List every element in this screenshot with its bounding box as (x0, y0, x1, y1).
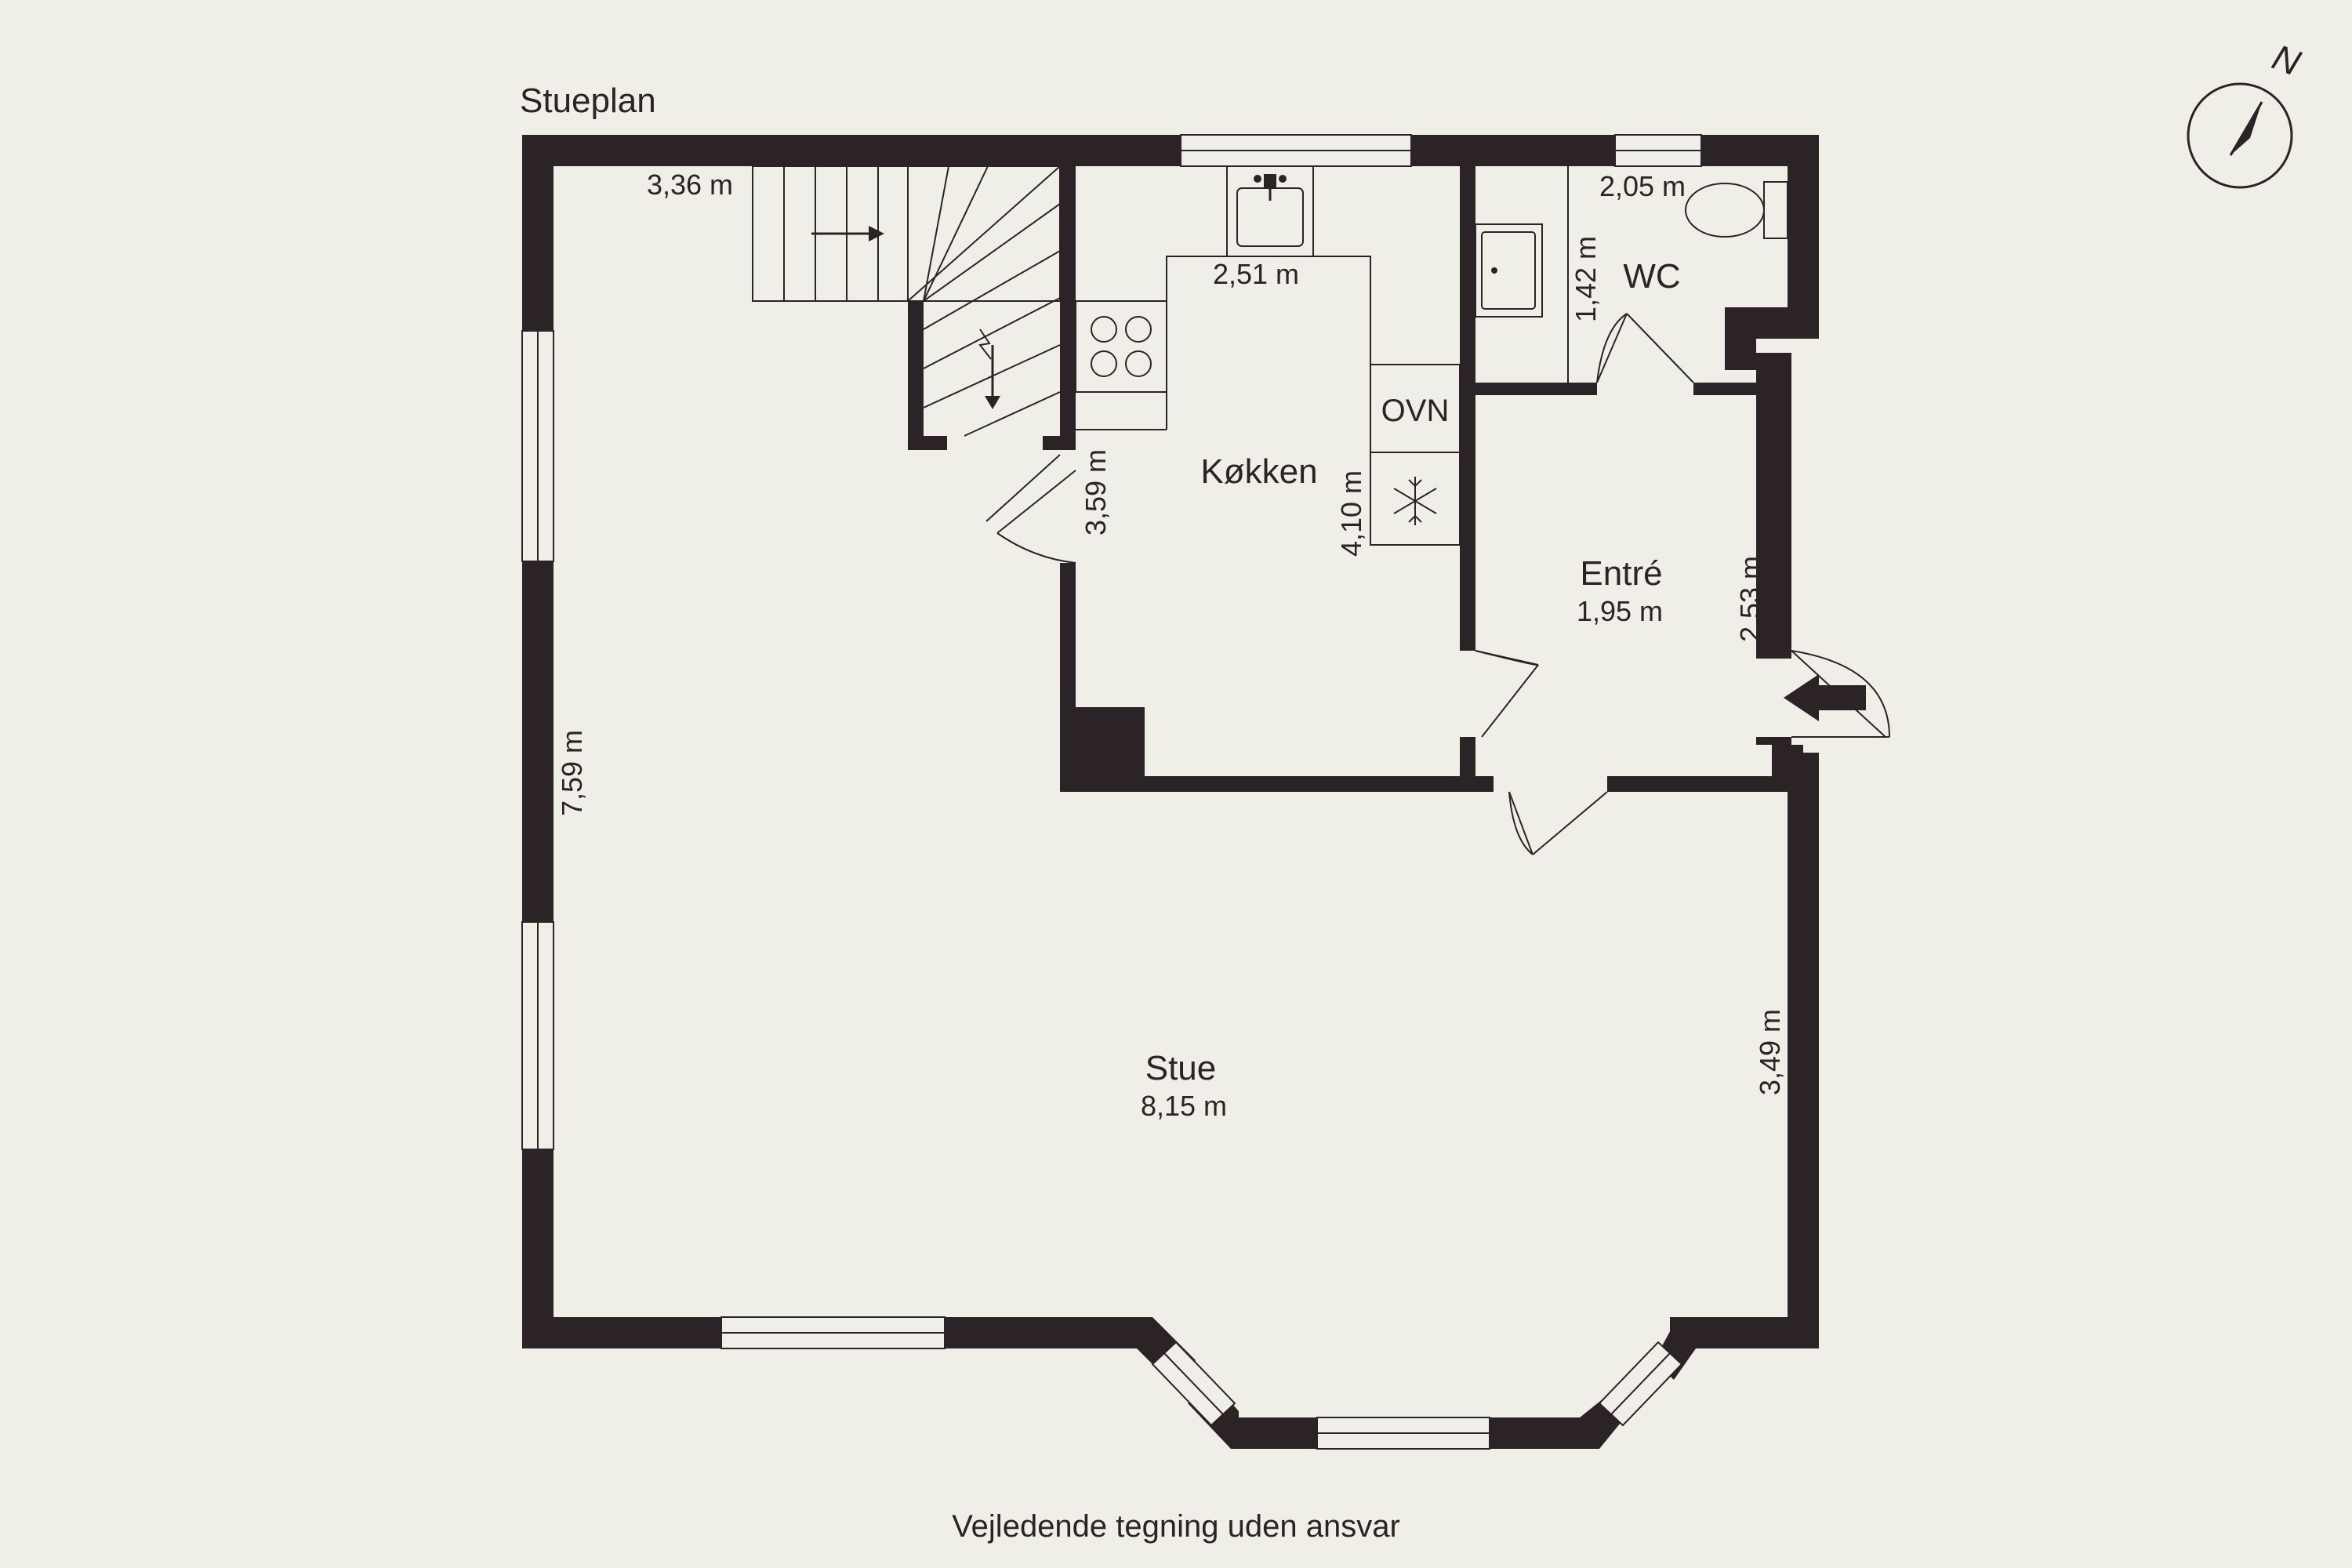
room-dim-entre: 1,95 m (1577, 595, 1663, 627)
room-label-kitchen: Køkken (1200, 452, 1317, 491)
kitchen-fixtures: OVN (1075, 165, 1461, 546)
window-bay-left (1151, 1341, 1236, 1427)
door-kitchen-entre (1475, 650, 1539, 738)
dim-kitchen-left: 3,59 m (1080, 449, 1112, 535)
toilet-icon (1685, 181, 1788, 239)
stove (1075, 300, 1167, 393)
window-left-upper (521, 330, 554, 562)
wc-sink (1475, 223, 1543, 318)
window-left-lower (521, 921, 554, 1150)
door-stair-stue (985, 454, 1076, 564)
window-wc-top (1614, 134, 1702, 167)
dim-kitchen-top: 2,51 m (1213, 258, 1299, 290)
plan-title: Stueplan (520, 82, 656, 120)
stair-down-arrow (985, 345, 1000, 409)
fridge (1370, 452, 1461, 546)
dim-entre-right: 2,53 m (1734, 556, 1766, 642)
dim-stair-width: 3,36 m (647, 169, 733, 201)
staircase (752, 165, 1061, 437)
window-bottom-stue (720, 1316, 946, 1349)
stair-up-arrow (811, 226, 884, 241)
room-label-wc: WC (1623, 257, 1680, 296)
dim-stue-right: 3,49 m (1754, 1009, 1786, 1095)
room-label-stue: Stue (1145, 1049, 1217, 1087)
dim-wc-width: 2,05 m (1599, 170, 1686, 202)
door-entre-stue (1508, 791, 1608, 855)
door-wc (1596, 313, 1694, 383)
window-bay-center (1316, 1417, 1490, 1450)
window-kitchen-top (1180, 134, 1412, 167)
room-label-entre: Entré (1580, 554, 1662, 593)
window-bay-right (1598, 1341, 1683, 1427)
doors (985, 313, 1890, 855)
compass-icon: N (2187, 36, 2307, 189)
windows (521, 134, 1702, 1450)
footer-disclaimer: Vejledende tegning uden ansvar (952, 1509, 1400, 1544)
room-dim-stue: 8,15 m (1141, 1090, 1227, 1122)
compass-north-label: N (2267, 36, 2307, 83)
dim-wc-depth: 1,42 m (1570, 236, 1602, 322)
interior-walls (908, 166, 1788, 792)
oven: OVN (1370, 364, 1461, 453)
dim-kitchen-right: 4,10 m (1335, 470, 1367, 557)
dim-stue-left: 7,59 m (556, 730, 588, 816)
oven-label: OVN (1381, 394, 1450, 428)
kitchen-sink (1226, 165, 1314, 257)
snowflake-icon (1393, 477, 1437, 525)
entrance-arrow-icon (1784, 674, 1866, 721)
wc-fixtures (1475, 166, 1788, 383)
